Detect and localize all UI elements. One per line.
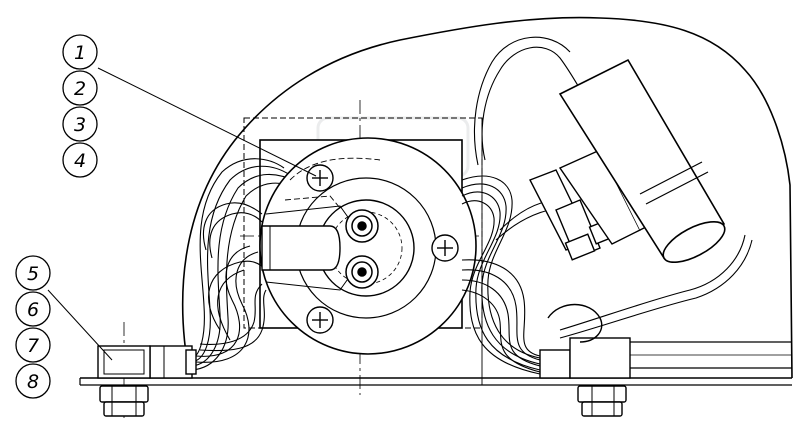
left-bolt-assembly <box>97 345 151 417</box>
callout-8: 8 <box>15 363 51 399</box>
callout-1-label: 1 <box>74 42 86 64</box>
callout-1: 1 <box>62 34 98 70</box>
callout-7-label: 7 <box>27 335 39 357</box>
base-plate <box>79 377 792 386</box>
housing-outline <box>181 16 793 379</box>
center-stud-upper <box>345 209 379 243</box>
rotor-disk <box>259 137 477 355</box>
center-stud-lower <box>345 255 379 289</box>
callout-4: 4 <box>62 142 98 178</box>
callout-7: 7 <box>15 327 51 363</box>
callout-3: 3 <box>62 106 98 142</box>
left-connector <box>149 345 197 379</box>
callout-2: 2 <box>62 70 98 106</box>
screw-top <box>306 164 334 192</box>
wire-harness-left <box>191 158 301 371</box>
callout-5-label: 5 <box>27 263 39 285</box>
callout-2-label: 2 <box>74 78 86 100</box>
screw-bottom <box>306 306 334 334</box>
callout-4-label: 4 <box>74 150 86 172</box>
callout-8-label: 8 <box>27 371 39 393</box>
callout-6-label: 6 <box>27 299 39 321</box>
callout-6: 6 <box>15 291 51 327</box>
slot-clamp <box>261 205 351 291</box>
callout-3-label: 3 <box>74 114 86 136</box>
callout-5: 5 <box>15 255 51 291</box>
right-clamp <box>539 303 792 417</box>
capacitor <box>558 58 726 263</box>
wire-harness-right <box>461 36 753 375</box>
leader-lines <box>47 67 317 361</box>
screw-right <box>431 234 459 262</box>
